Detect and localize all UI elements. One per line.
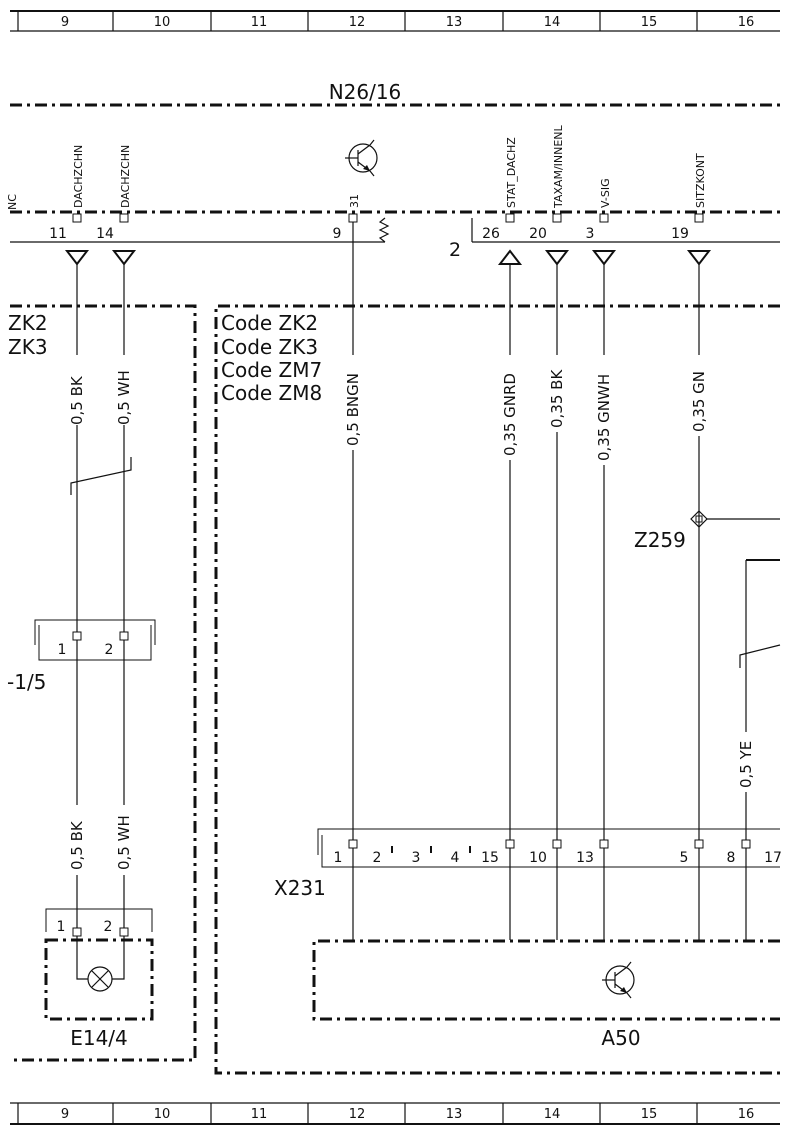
grid-col-13: 13 <box>446 15 463 30</box>
grid-col-9: 9 <box>61 1107 69 1122</box>
grid-col-15: 15 <box>641 1107 658 1122</box>
connector-mid-pin-2: 2 <box>105 642 114 658</box>
wire-label-bk-lower: 0,5 BK <box>68 820 86 870</box>
x231-pin-1: 1 <box>334 850 343 866</box>
transistor-icon <box>345 139 378 177</box>
grid-col-14: 14 <box>544 1107 561 1122</box>
grid-col-14: 14 <box>544 15 561 30</box>
component-e14-4: 1 2 E14/4 <box>44 908 154 1050</box>
wire-labels: 0,5 BK 0,5 WH 0,5 BNGN 0,35 GNRD 0,35 BK… <box>68 369 755 870</box>
wire-label-bk: 0,5 BK <box>68 375 86 425</box>
e14-pin-1: 1 <box>57 919 66 935</box>
x231-pin-5: 5 <box>680 850 689 866</box>
signal-direction-arrows <box>64 249 712 266</box>
x231-pin-2: 2 <box>373 850 382 866</box>
module-a50: A50 <box>312 939 780 1050</box>
code-zk3: Code ZK3 <box>221 335 318 359</box>
x231-pin-4: 4 <box>451 850 460 866</box>
signal-label-pin-9: 31 <box>348 194 361 208</box>
grid-col-11: 11 <box>251 1107 268 1122</box>
code-zm8: Code ZM8 <box>221 381 322 405</box>
pin-number-19: 19 <box>671 226 689 242</box>
grid-col-12: 12 <box>349 1107 366 1122</box>
splice-z259: Z259 <box>634 510 708 552</box>
switch-symbols <box>70 457 781 668</box>
grid-col-11: 11 <box>251 15 268 30</box>
grid-col-15: 15 <box>641 15 658 30</box>
signal-label-pin-19: SITZKONT <box>694 153 707 208</box>
signal-label-pin-14: DACHZCHN <box>119 145 132 208</box>
code-zm7: Code ZM7 <box>221 358 322 382</box>
component-label-partial: -1/5 <box>7 670 46 694</box>
component-label-x231: X231 <box>274 876 326 900</box>
x231-pin-8: 8 <box>727 850 736 866</box>
connector-x231: 1 2 3 4 15 10 13 5 8 17 X231 <box>274 828 782 900</box>
signal-label-pin-3: V-SIG <box>599 178 612 208</box>
code-left-zk3: ZK3 <box>8 335 48 359</box>
grid-ruler-bottom: 9 10 11 12 13 14 15 16 <box>10 1102 780 1125</box>
wire-label-bk-035: 0,35 BK <box>548 369 566 428</box>
pin-number-3: 3 <box>586 226 595 242</box>
pin-number-11: 11 <box>49 226 67 242</box>
grid-col-16: 16 <box>738 1107 755 1122</box>
e14-pin-2: 2 <box>104 919 113 935</box>
x231-pin-10: 10 <box>529 850 547 866</box>
signal-label-pin-11: DACHZCHN <box>72 145 85 208</box>
component-label-a50: A50 <box>601 1026 640 1050</box>
partial-signal-label: NC <box>6 194 19 210</box>
n26-pin-terminals: DACHZCHN 11 DACHZCHN 14 31 9 STAT_DACHZ … <box>49 124 707 242</box>
x231-pin-17: 17 <box>764 850 782 866</box>
module-n26-16: N26/16 2 NC <box>6 80 780 261</box>
code-zk2: Code ZK2 <box>221 311 318 335</box>
x231-pin-15: 15 <box>481 850 499 866</box>
signal-label-pin-26: STAT_DACHZ <box>505 137 518 208</box>
component-label-z259: Z259 <box>634 528 686 552</box>
grid-col-12: 12 <box>349 15 366 30</box>
grid-col-9: 9 <box>61 15 69 30</box>
wire-label-bngn: 0,5 BNGN <box>344 373 362 446</box>
wire-label-gnrd: 0,35 GNRD <box>501 373 519 456</box>
x231-pin-3: 3 <box>412 850 421 866</box>
connector-mid: 1 2 -1/5 <box>7 619 156 694</box>
code-regions: ZK2 ZK3 Code ZK2 Code ZK3 Code ZM7 Code … <box>8 304 780 1075</box>
pin-number-14: 14 <box>96 226 114 242</box>
wire-label-gn: 0,35 GN <box>690 371 708 432</box>
wire-label-gnwh: 0,35 GNWH <box>595 374 613 461</box>
grid-col-16: 16 <box>738 15 755 30</box>
pin-number-9: 9 <box>333 226 342 242</box>
transistor-icon <box>602 961 635 999</box>
pin-number-26: 26 <box>482 226 500 242</box>
signal-label-pin-20: TAXAM/INNENL <box>552 124 565 209</box>
lamp-icon <box>87 966 113 992</box>
component-label-n26: N26/16 <box>329 80 402 104</box>
code-left-zk2: ZK2 <box>8 311 48 335</box>
connector-mid-pin-1: 1 <box>58 642 67 658</box>
grid-ruler-top: 9 10 11 12 13 14 15 16 <box>10 10 780 32</box>
pin-number-20: 20 <box>529 226 547 242</box>
wire-label-wh: 0,5 WH <box>115 370 133 425</box>
wire-label-wh-lower: 0,5 WH <box>115 815 133 870</box>
grid-col-10: 10 <box>154 1107 171 1122</box>
grid-col-13: 13 <box>446 1107 463 1122</box>
wire-label-ye: 0,5 YE <box>737 741 755 788</box>
component-label-e14: E14/4 <box>70 1026 128 1050</box>
wires <box>76 222 780 940</box>
x231-pin-13: 13 <box>576 850 594 866</box>
grid-col-10: 10 <box>154 15 171 30</box>
connector-number: 2 <box>449 239 461 261</box>
